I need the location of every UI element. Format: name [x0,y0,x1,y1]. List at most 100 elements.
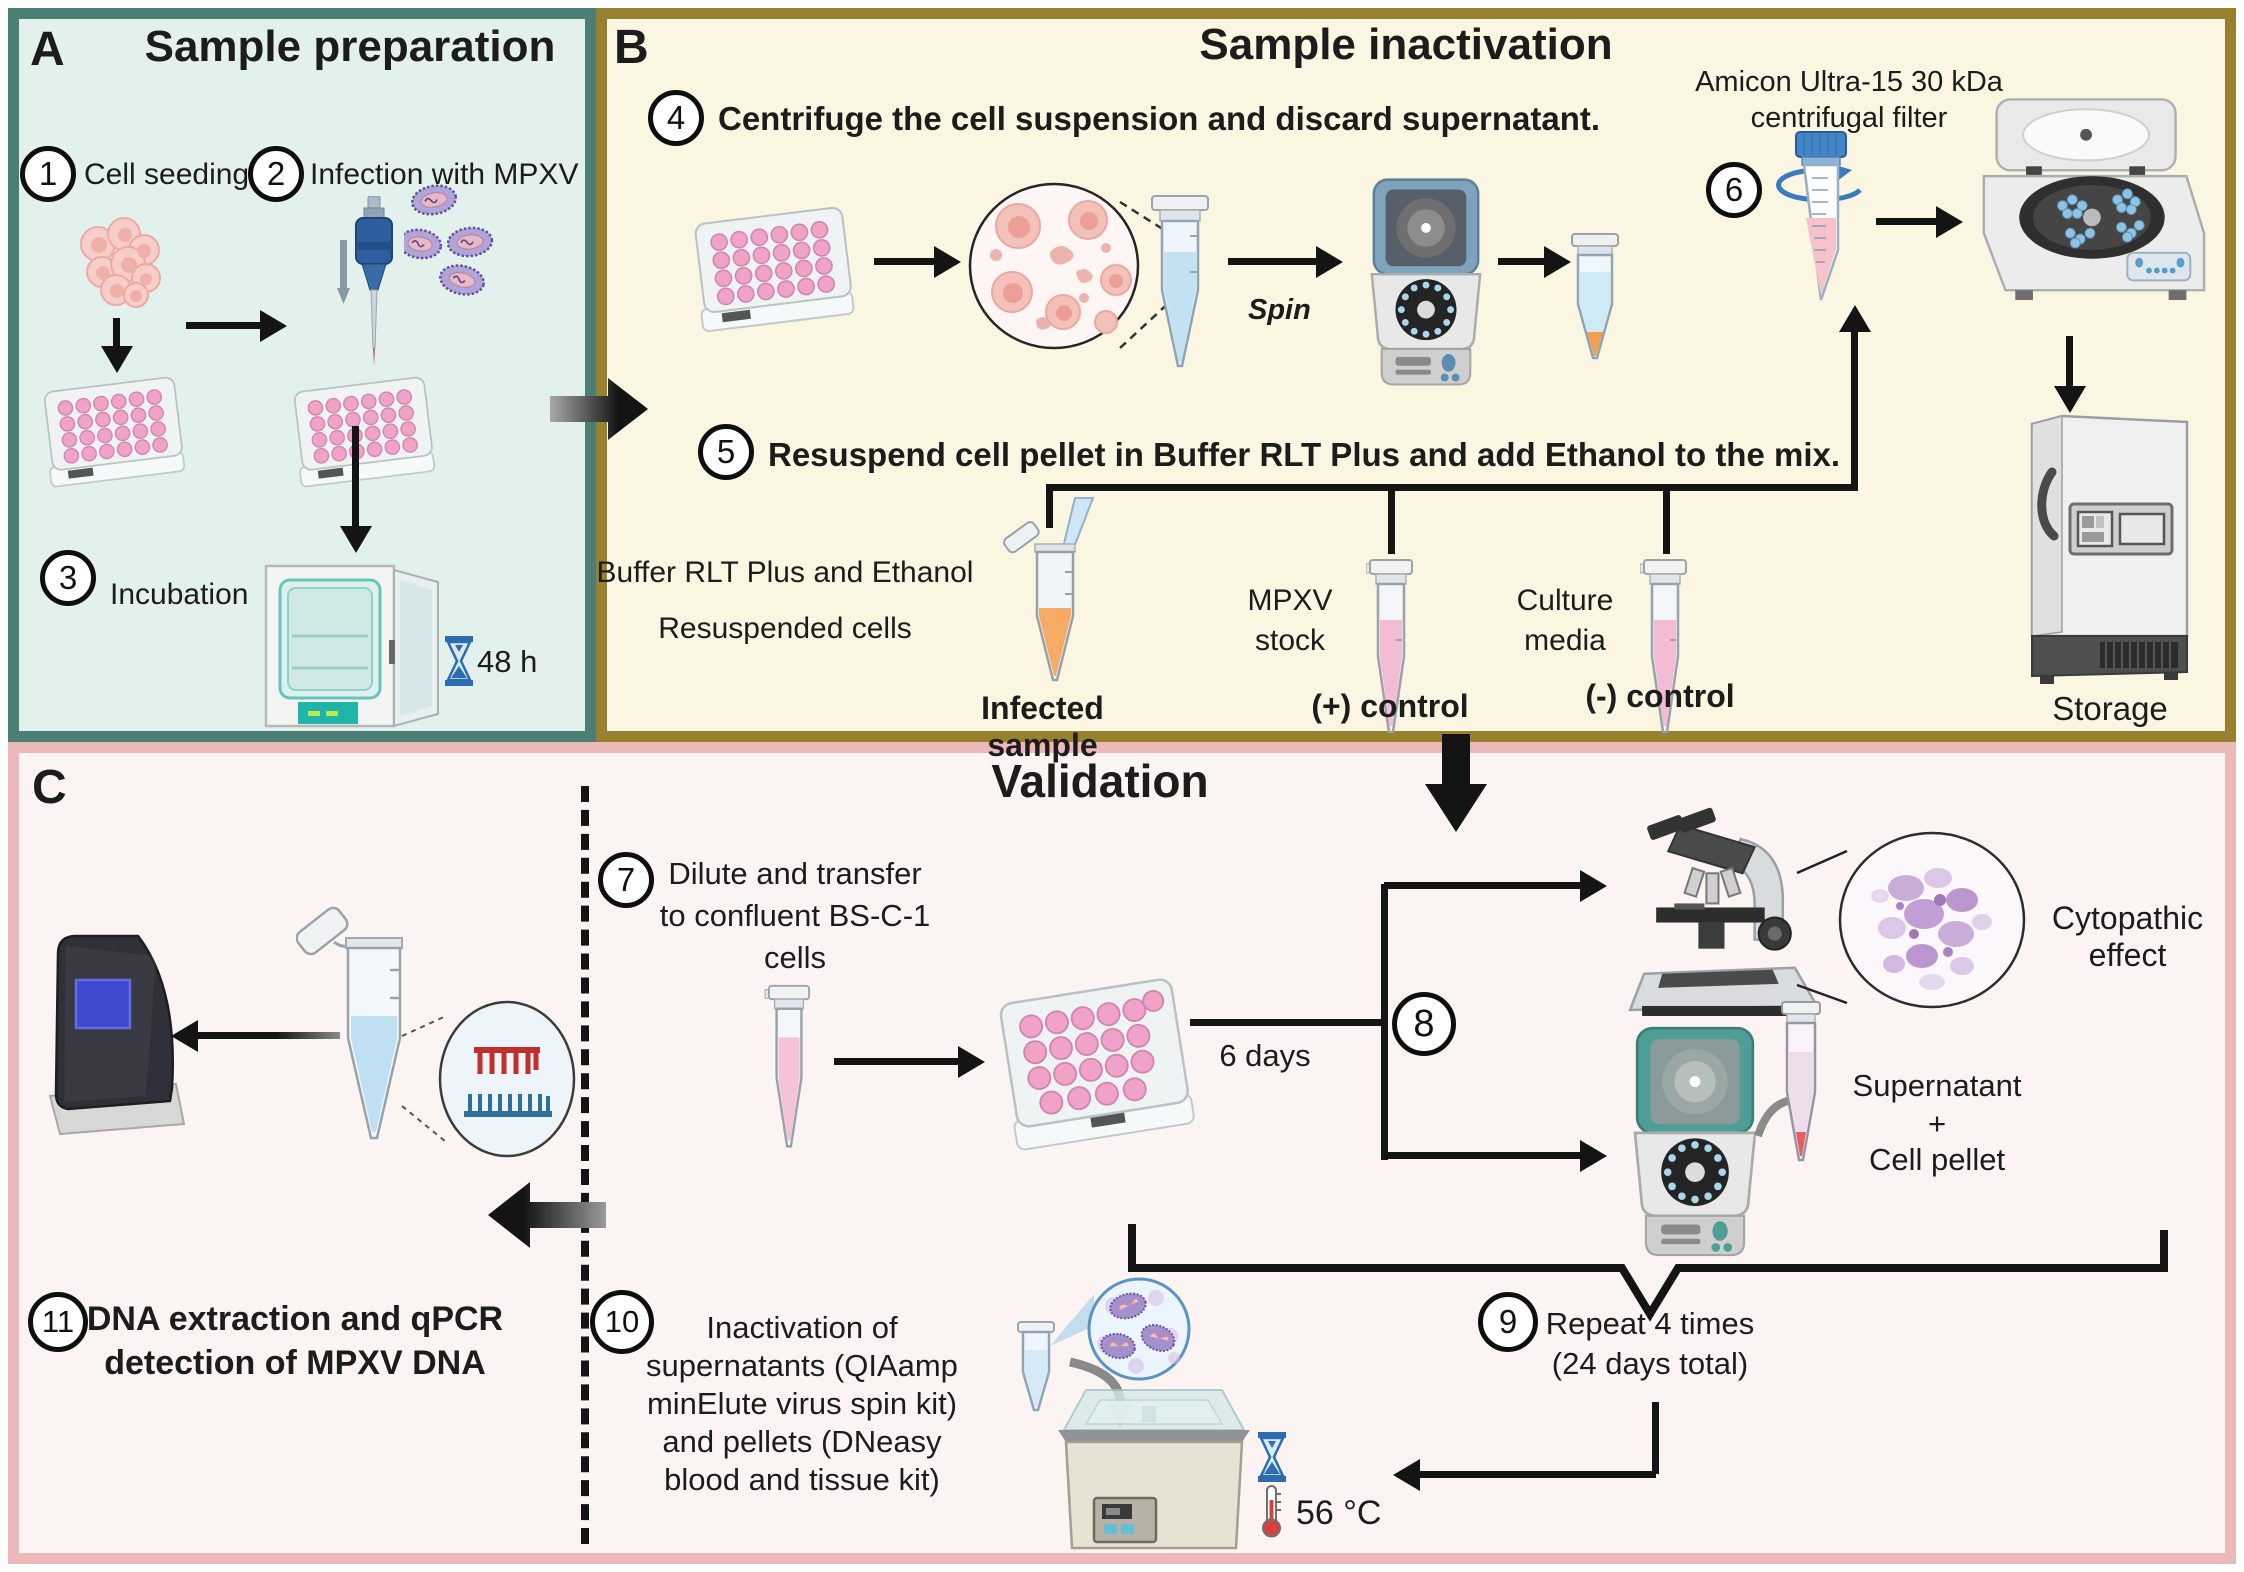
culture-media-tube-icon [1640,559,1687,734]
step-11-number: 11 [41,1304,75,1339]
step-7-label-line3: cells [763,940,826,975]
dashed-separator-line [581,786,589,1544]
mpxv-virus-particles-icon [404,184,494,296]
arrow-tube-to-qpcr [171,1019,340,1052]
repeat-drop-line [1652,1402,1659,1474]
step-1-label: Cell seeding [84,158,250,191]
step-8-number: 8 [1413,1002,1435,1045]
cytopathic-effect-zoom-circle [1838,831,2026,1009]
step-7-label-line2: to confluent BS-C-1 [659,898,931,933]
infected-sample-label: Infected sample [981,690,1104,763]
panel-c-title: Validation [991,755,1209,807]
buffer-label: Buffer RLT Plus and Ethanol [596,556,974,589]
step-2-number: 2 [266,155,286,192]
culture-media-label-line2: media [1524,624,1606,657]
negative-control-label: (-) control [1585,678,1735,714]
arrow-validation-to-extraction [488,1182,606,1248]
panel-b-label: B [614,21,649,74]
step-10-number: 10 [604,1304,640,1339]
arrow-tube-to-plate [834,1045,985,1078]
positive-control-label: (+) control [1311,688,1469,724]
arrow-to-microscope [1384,869,1607,902]
step-9-label-line2: (24 days total) [1551,1346,1749,1381]
step-4-number: 4 [666,99,686,136]
arrow-to-centrifuge [1384,1139,1607,1172]
thermometer-icon [1262,1485,1281,1538]
incubator-illustration [264,564,439,728]
branch-line-step8 [1381,884,1388,1160]
pipette-icon [337,196,393,366]
cell-suspension-tube-icon [1151,195,1209,368]
arrow-centrifuge-to-storage [2053,336,2086,413]
step-7-number: 7 [616,861,636,898]
step-1-circle: 1 [20,146,76,202]
panel-b-title: Sample inactivation [1199,20,1613,69]
step-6-number: 6 [1724,171,1744,208]
panel-c-label: C [32,761,67,814]
dna-primer-zoom-circle [438,1000,576,1158]
arrow-spin [1228,245,1343,278]
step-3-number: 3 [58,559,78,596]
culture-media-label-line1: Culture [1516,584,1614,617]
arrow-panel-b-to-c [1425,734,1487,832]
step-7-circle: 7 [598,852,654,908]
step-10-label-line4: and pellets (DNeasy [662,1424,942,1459]
zoom-connector-lines [1796,849,1848,1005]
supernatant-tube-icon [1781,1001,1821,1162]
diluted-sample-tube-icon [764,984,811,1148]
inactivated-sample-tube-icon [1017,1321,1055,1412]
step-3-label: Incubation [110,578,249,611]
step-3-circle: 3 [40,550,96,606]
amicon-filter-tube-icon [1795,131,1847,301]
step-10-circle: 10 [590,1290,654,1354]
step-5-number: 5 [716,433,736,470]
panel-a-title: Sample preparation [144,22,556,71]
storage-freezer-illustration [2030,414,2189,684]
benchtop-centrifuge-illustration [1982,98,2206,301]
arrow-cells-to-plate [100,318,133,373]
hourglass-icon [1258,1432,1286,1482]
validation-centrifuge-illustration [1633,1026,1757,1257]
cell-pellet-label: Cell pellet [1868,1142,2006,1177]
amicon-label-line2: centrifugal filter [1750,102,1948,134]
arrow-plate-to-cells [874,245,961,278]
mpxv-stock-label-line2: stock [1254,624,1326,657]
detached-cells-zoom-circle [968,182,1140,350]
six-days-label: 6 days [1219,1038,1311,1073]
step-2-circle: 2 [248,146,304,202]
microcentrifuge-illustration [1370,178,1482,386]
hourglass-icon [445,636,473,686]
dna-sample-tube-icon [296,906,403,1140]
step-1-number: 1 [38,155,58,192]
line-plate-to-junction [1190,1019,1386,1026]
step-9-label-line1: Repeat 4 times [1545,1306,1755,1341]
arrow-panel-a-to-b [550,378,648,440]
spin-label: Spin [1248,294,1311,326]
water-bath-illustration [1058,1389,1250,1550]
step-11-label-line1: DNA extraction and qPCR [86,1300,504,1338]
arrow-amicon-to-centrifuge [1876,205,1963,238]
arrow-cells-to-infection [186,309,287,342]
qpcr-machine-illustration [48,934,186,1136]
plus-sign-label: + [1927,1106,1947,1141]
step-6-circle: 6 [1706,162,1762,218]
step-11-label-line2: detection of MPXV DNA [104,1344,486,1382]
arrow-plate-to-incubator [339,426,372,553]
step-10-label-line3: minElute virus spin kit) [646,1386,958,1421]
bracket-drop-infected [1046,484,1053,528]
step-8-circle: 8 [1392,992,1456,1056]
bracket-drop-positive [1388,484,1395,554]
dashed-zoom-connector [401,1015,447,1143]
mpxv-stock-tube-icon [1366,559,1413,734]
cell-pellet-tube-icon [1571,233,1619,360]
microscope-illustration [1628,807,1820,1016]
repeat-bracket-line [1128,1224,2168,1322]
step-4-circle: 4 [648,90,704,146]
well-plate-illustration [999,978,1195,1151]
bracket-line [1046,484,1858,491]
step-5-circle: 5 [698,424,754,480]
step-11-circle: 11 [28,1292,88,1352]
cytopathic-effect-label: Cytopathic effect [2051,900,2204,973]
supernatant-label: Supernatant [1852,1068,2022,1103]
